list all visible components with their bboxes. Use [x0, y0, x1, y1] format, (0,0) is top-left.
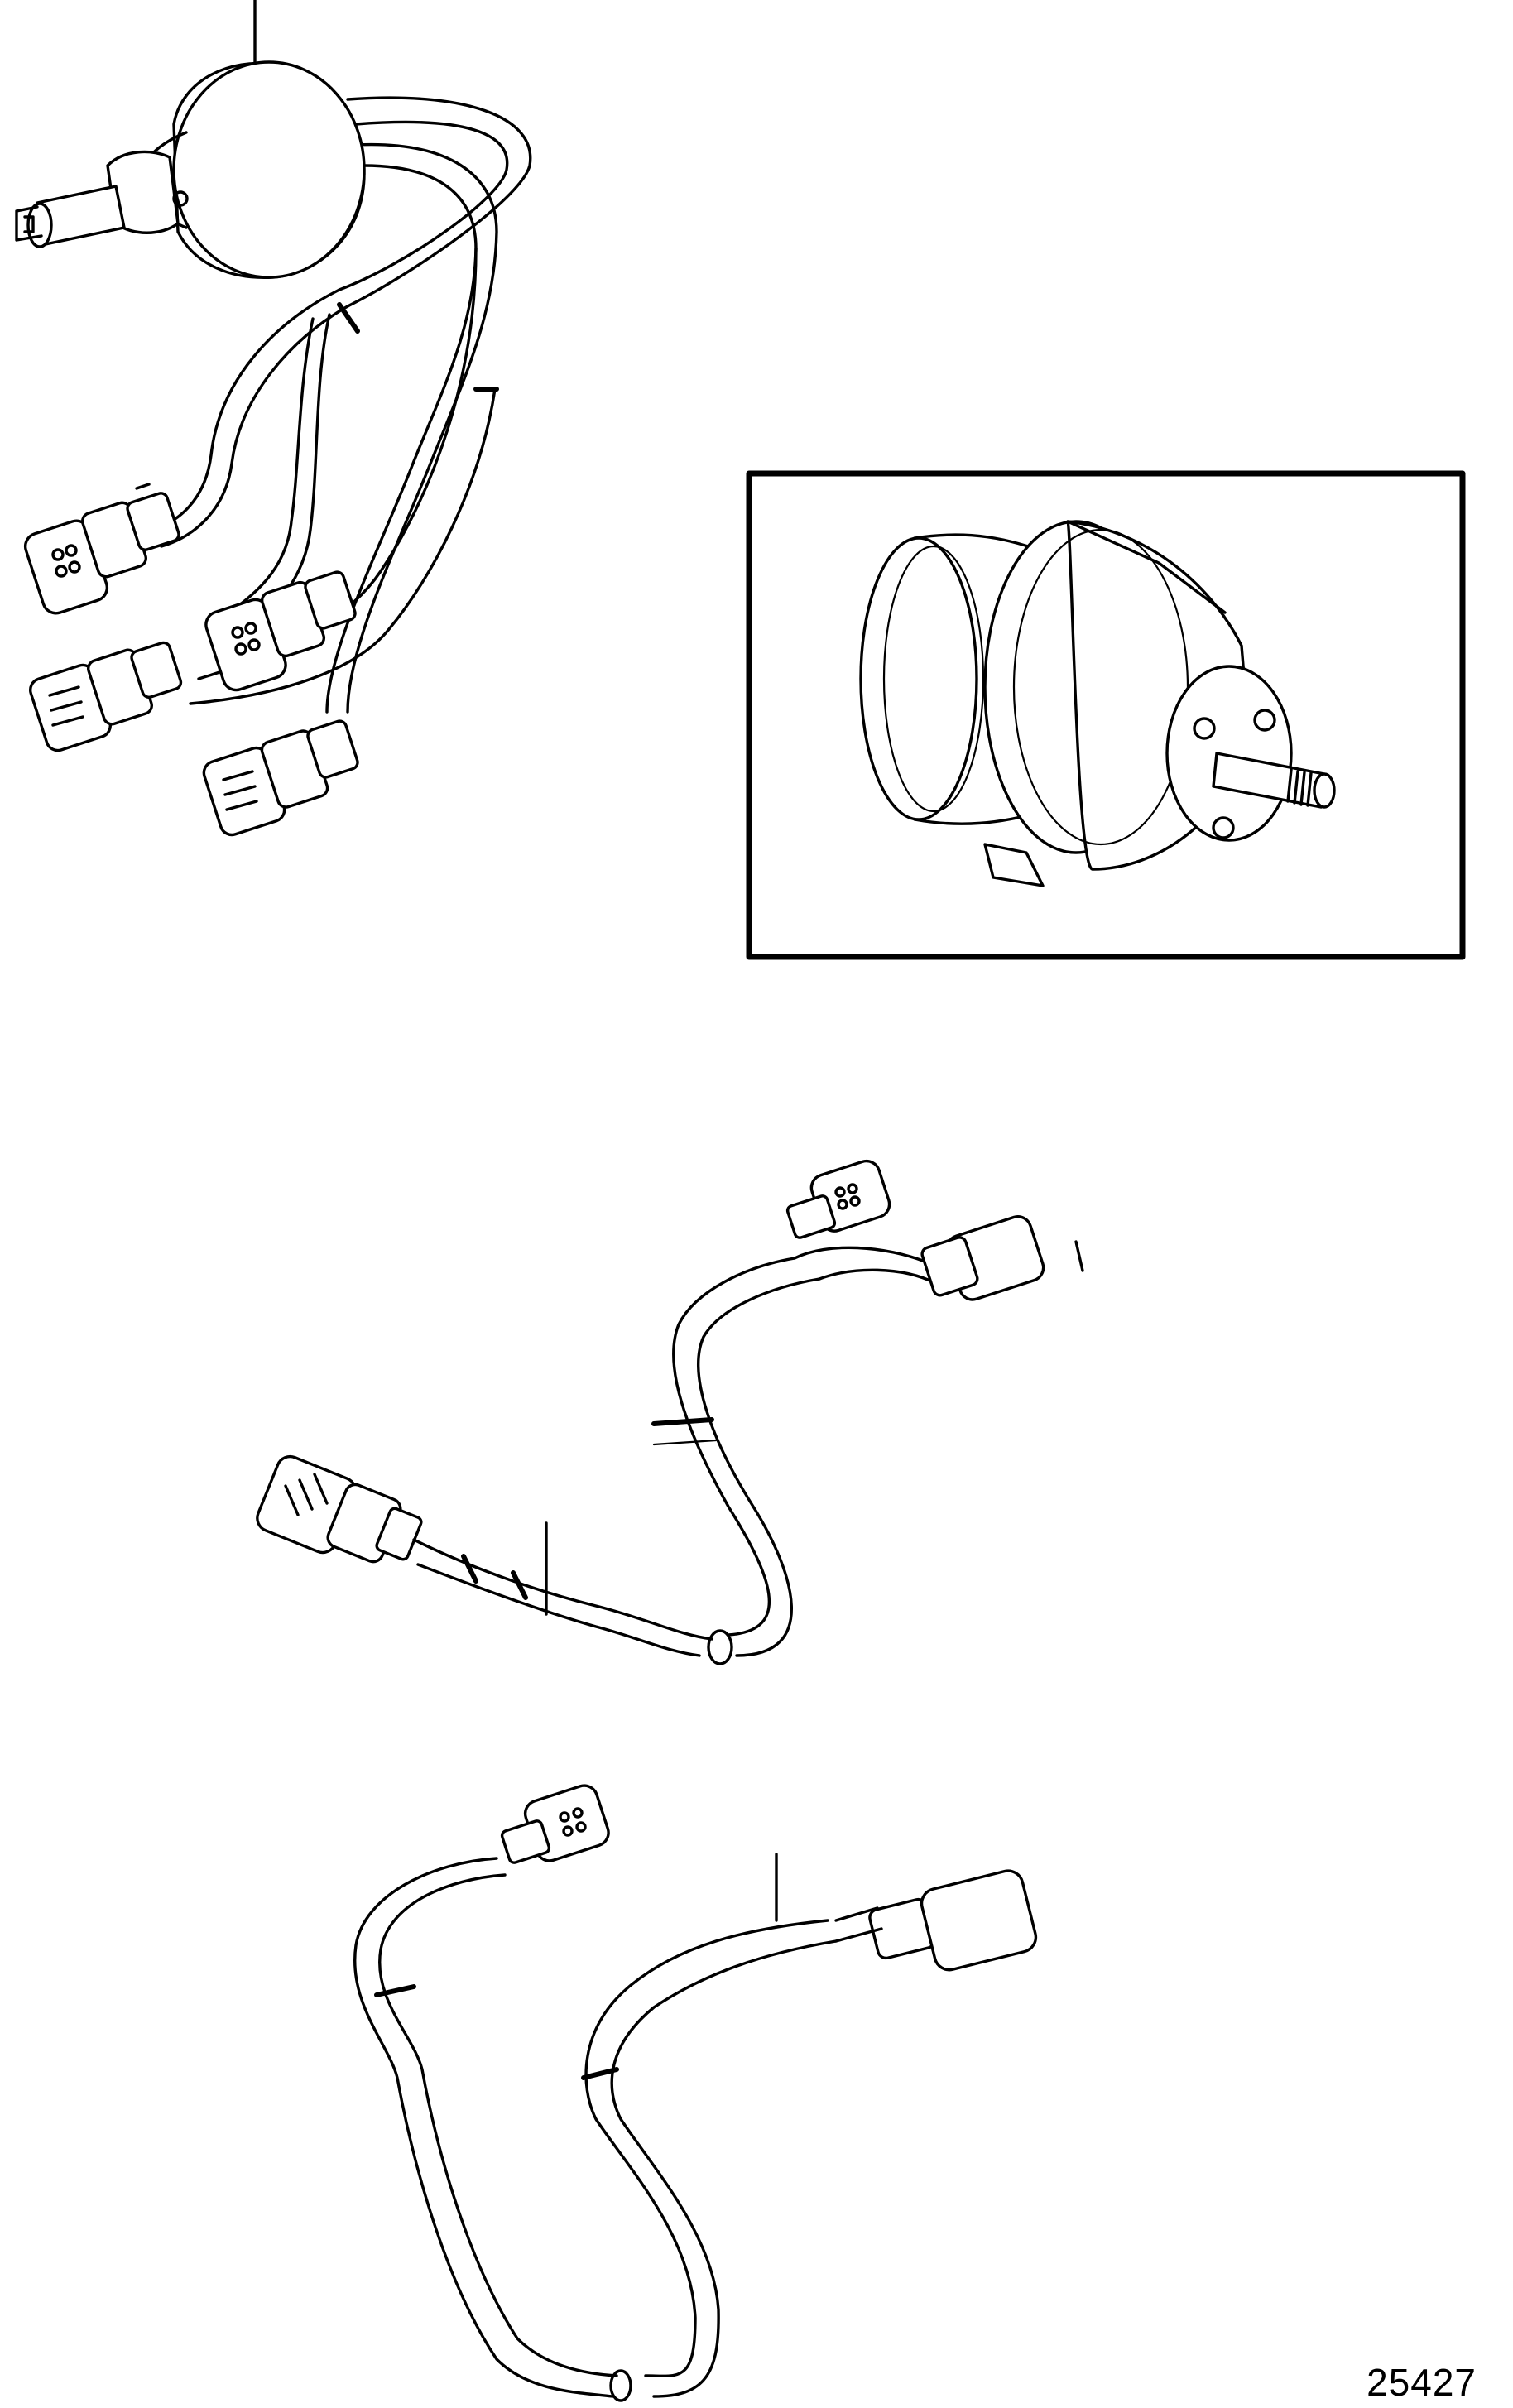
connector-4pin-male-d [202, 719, 359, 837]
y-cable-icon [256, 1159, 1084, 1665]
extension-cable-icon [353, 1784, 1038, 2402]
connector-4pin-female-a [23, 483, 180, 615]
sender-unit-icon [746, 470, 1466, 960]
connector-4pin-female-c [204, 570, 357, 692]
sender-harness-icon [15, 0, 532, 837]
figure-number: 25427 [1367, 2361, 1477, 2404]
connector-4pin-male-b [28, 641, 183, 752]
